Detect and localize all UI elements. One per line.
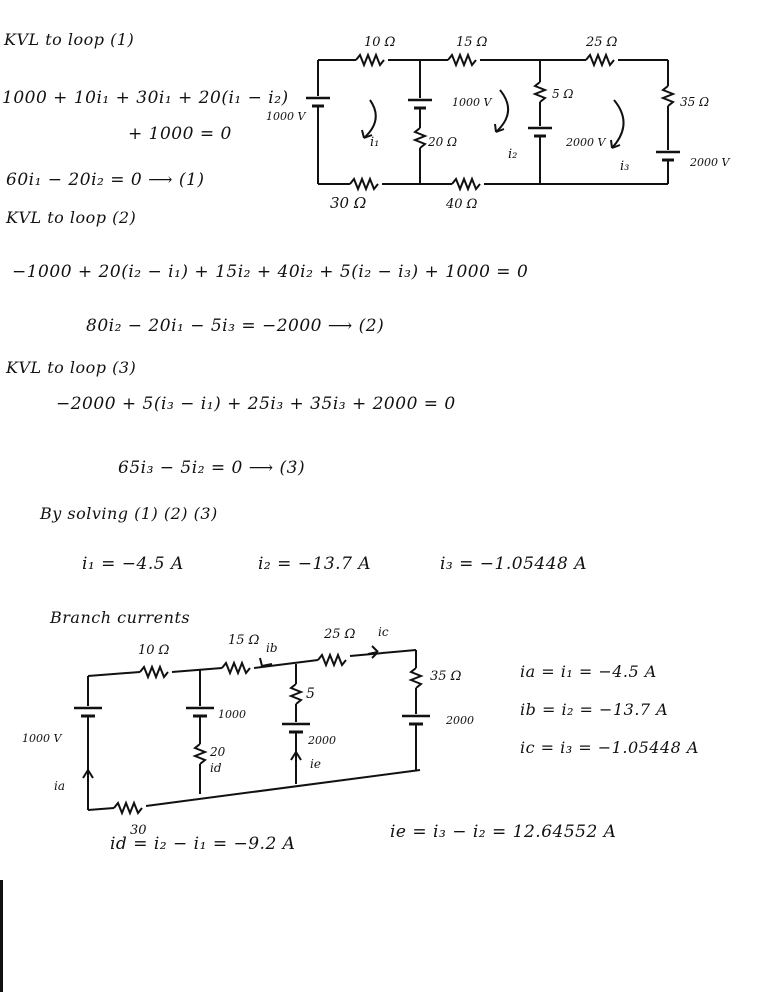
branch-currents-title: Branch currents xyxy=(50,608,191,627)
kvl1-equation: 1000 + 10i₁ + 30i₁ + 20(i₁ − i₂) xyxy=(2,88,289,108)
label-2000v-mid: 2000 V xyxy=(565,136,606,149)
kvl1-title: KVL to loop (1) xyxy=(4,30,135,49)
branch-ie: ie = i₃ − i₂ = 12.64552 A xyxy=(390,822,617,842)
label-30ohm: 30 Ω xyxy=(330,194,366,212)
resistor-20-mid xyxy=(412,127,428,149)
label-10ohm: 10 Ω xyxy=(364,35,396,50)
solution-i3: i₃ = −1.05448 A xyxy=(440,554,588,574)
kvl2-title: KVL to loop (2) xyxy=(6,208,137,227)
page-edge-line xyxy=(0,880,3,992)
kvl3-equation: −2000 + 5(i₃ − i₁) + 25i₃ + 35i₃ + 2000 … xyxy=(56,394,456,414)
resistor-15-top xyxy=(447,52,477,68)
label-1000v-mid: 1000 V xyxy=(452,96,492,109)
resistor-25-top xyxy=(585,52,615,68)
loop3-label: i₃ xyxy=(620,159,629,174)
kvl1-result-eq1: 60i₁ − 20i₂ = 0 ⟶ (1) xyxy=(6,170,205,190)
loop1-label: i₁ xyxy=(370,135,379,150)
branch-id: id = i₂ − i₁ = −9.2 A xyxy=(110,834,296,854)
kvl2-equation: −1000 + 20(i₂ − i₁) + 15i₂ + 40i₂ + 5(i₂… xyxy=(12,262,529,282)
kvl3-result-eq3: 65i₃ − 5i₂ = 0 ⟶ (3) xyxy=(118,458,306,478)
loop2-label: i₂ xyxy=(508,147,517,162)
loop2-arrow xyxy=(495,89,509,133)
label-35ohm: 35 Ω xyxy=(680,95,709,109)
kvl3-title: KVL to loop (3) xyxy=(6,358,137,377)
label-20ohm: 20 Ω xyxy=(427,135,457,149)
kvl2-result-eq2: 80i₂ − 20i₁ − 5i₃ = −2000 ⟶ (2) xyxy=(86,316,385,336)
label-15ohm: 15 Ω xyxy=(456,35,488,50)
loop3-arrow xyxy=(611,99,625,149)
resistor-40-bottom xyxy=(451,176,481,192)
label-40ohm: 40 Ω xyxy=(445,197,478,212)
branch-ia: ia = i₁ = −4.5 A xyxy=(520,662,657,681)
solution-i1: i₁ = −4.5 A xyxy=(82,554,184,574)
branch-ib: ib = i₂ = −13.7 A xyxy=(520,700,669,719)
branch-ic: ic = i₃ = −1.05448 A xyxy=(520,738,699,757)
resistor-30-bottom xyxy=(349,176,379,192)
kvl1-equation-cont: + 1000 = 0 xyxy=(128,124,232,144)
label-1000v-left: 1000 V xyxy=(266,110,306,123)
label-5ohm: 5 Ω xyxy=(552,87,573,101)
loop1-arrow xyxy=(363,99,377,139)
label-25ohm: 25 Ω xyxy=(585,35,618,50)
label-2000v-right: 2000 V xyxy=(689,156,730,169)
solution-i2: i₂ = −13.7 A xyxy=(258,554,372,574)
resistor-5-mid xyxy=(532,81,548,103)
solving-label: By solving (1) (2) (3) xyxy=(40,504,218,523)
resistor-10-top xyxy=(355,52,385,68)
resistor-35-right xyxy=(660,85,676,107)
